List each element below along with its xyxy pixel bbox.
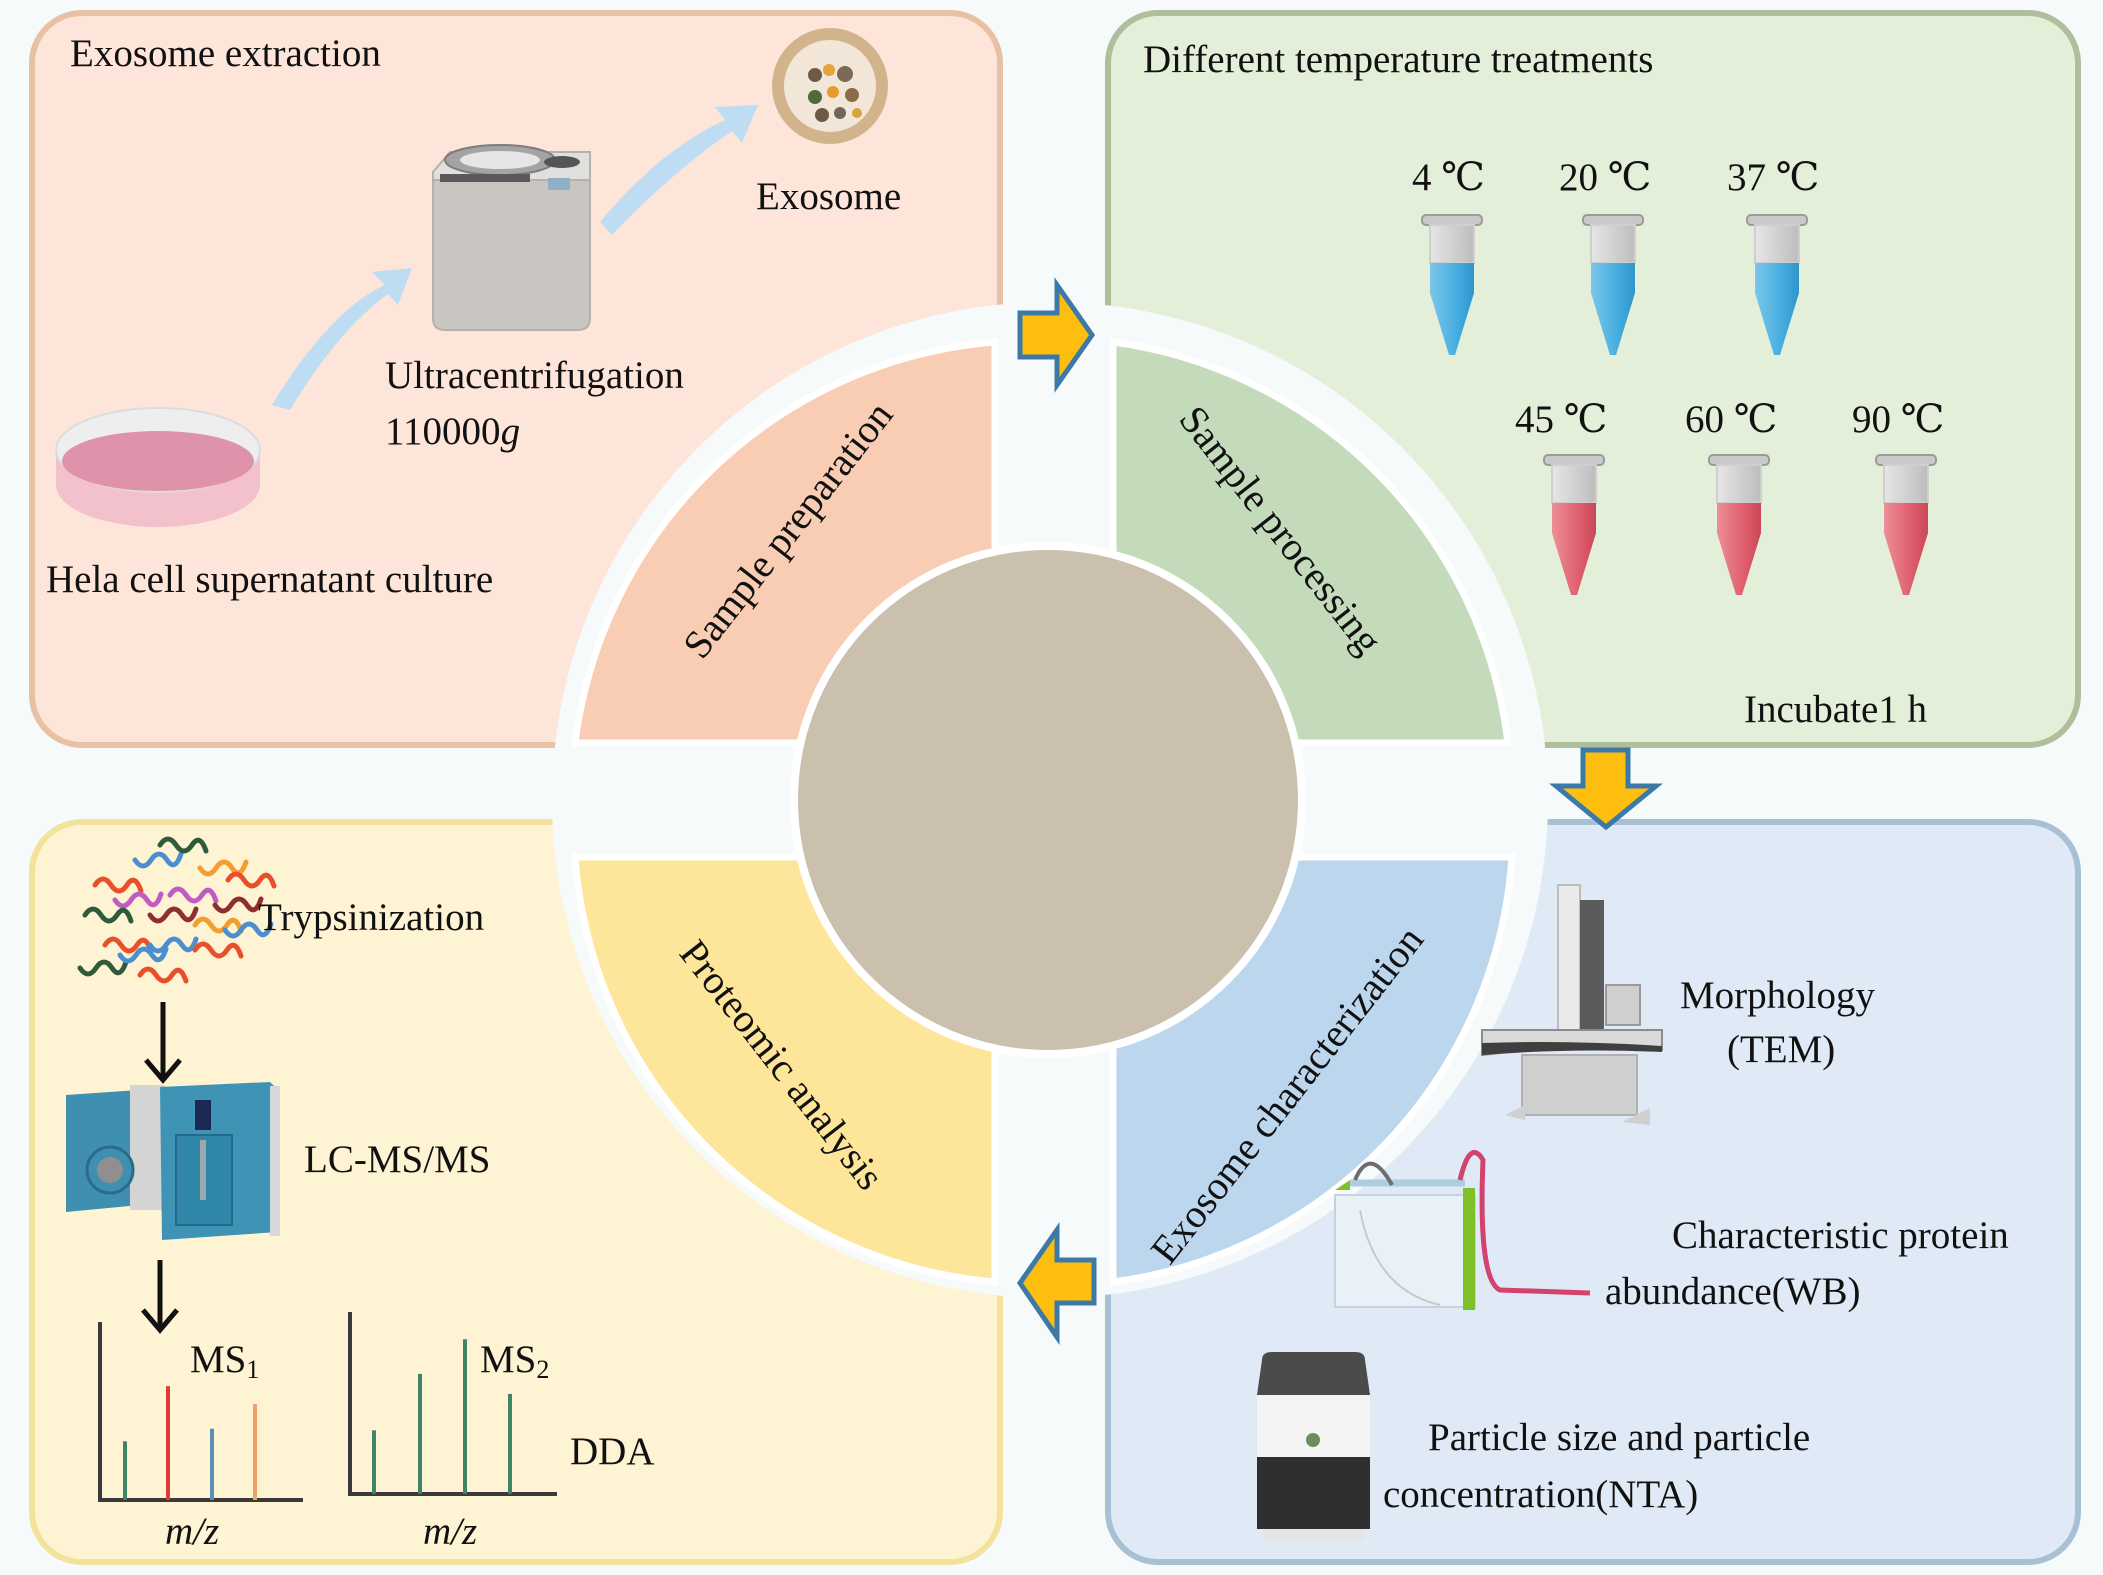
stage-wheel	[552, 302, 1548, 1298]
petri-dish-icon	[55, 407, 261, 527]
ms2-title-sub: 2	[536, 1355, 550, 1384]
peptide-fragment	[147, 906, 199, 924]
label-lcmsms: LC-MS/MS	[304, 1138, 491, 1181]
label-particle-size: Particle size and particle	[1428, 1416, 1811, 1459]
ultracentrifuge-icon	[432, 144, 591, 331]
peptide-fragment	[212, 896, 264, 914]
label-characteristic-protein: Characteristic protein	[1672, 1214, 2009, 1257]
incubation-label: Incubate1 h	[1744, 688, 1928, 731]
ms1-title-sub: 1	[246, 1355, 260, 1384]
label-exosome: Exosome	[756, 175, 902, 218]
panel-title-temperature: Different temperature treatments	[1143, 38, 1654, 81]
mass-spectrometer-icon	[66, 1082, 280, 1240]
ms-chart-2	[348, 1312, 557, 1496]
label-tem: (TEM)	[1727, 1028, 1836, 1071]
ms-spectra	[98, 1312, 557, 1502]
microtube-hot-icon	[1708, 454, 1770, 595]
temp-label-45: 45 ℃	[1515, 398, 1608, 441]
microtube-cold-icon	[1421, 214, 1483, 355]
panel-title-extraction: Exosome extraction	[70, 32, 381, 75]
temp-label-37: 37 ℃	[1727, 156, 1820, 199]
ms2-xlabel: m/z	[423, 1510, 478, 1553]
label-ultracentrifugation: Ultracentrifugation	[385, 354, 684, 397]
exosome-icon	[772, 28, 888, 144]
ms1-title-main: MS	[190, 1338, 247, 1381]
ms2-title-main: MS	[480, 1338, 537, 1381]
electron-microscope-icon	[1481, 884, 1663, 1125]
peptide-fragment	[117, 946, 169, 964]
temp-label-20: 20 ℃	[1559, 156, 1652, 199]
ms-chart-1	[98, 1322, 303, 1502]
label-centrifuge-speed: 110000g	[385, 412, 520, 451]
tube-group	[1421, 214, 1937, 595]
temp-label-90: 90 ℃	[1852, 398, 1945, 441]
peptide-fragment	[112, 891, 164, 909]
peptide-fragment	[157, 836, 209, 854]
process-arrow-icon	[272, 268, 412, 410]
peptide-fragment	[167, 886, 219, 904]
arrow-down-icon[interactable]	[1549, 747, 1663, 831]
microtube-hot-icon	[1875, 454, 1937, 595]
peptide-fragments-icon	[77, 836, 277, 984]
microtube-cold-icon	[1746, 214, 1808, 355]
label-trypsinization: Trypsinization	[258, 896, 485, 939]
peptide-fragment	[102, 936, 154, 954]
label-wb: abundance(WB)	[1605, 1270, 1861, 1313]
label-morphology: Morphology	[1680, 974, 1875, 1017]
arrow-down-black-icon	[144, 1002, 182, 1084]
peptide-fragment	[92, 876, 144, 894]
ms1-title: MS1	[190, 1340, 259, 1383]
peptide-fragment	[137, 966, 189, 984]
label-hela-culture: Hela cell supernatant culture	[46, 558, 494, 601]
microtube-cold-icon	[1582, 214, 1644, 355]
label-dda: DDA	[570, 1430, 655, 1473]
temp-label-60: 60 ℃	[1685, 398, 1778, 441]
peptide-fragment	[222, 921, 274, 939]
peptide-fragment	[225, 871, 277, 889]
speed-unit: g	[500, 410, 521, 453]
peptide-fragment	[77, 959, 129, 977]
nta-instrument-icon	[1257, 1352, 1370, 1541]
ms2-title: MS2	[480, 1340, 549, 1383]
western-blot-tank-icon	[1334, 1150, 1591, 1310]
center-hub-fill	[798, 550, 1298, 1050]
peptide-fragment	[82, 906, 134, 924]
ms-axes	[348, 1312, 557, 1496]
arrow-down-black-icon	[141, 1260, 179, 1334]
ms1-xlabel: m/z	[165, 1510, 220, 1553]
peptide-fragment	[192, 916, 244, 934]
peptide-fragment	[147, 936, 199, 954]
ms-axes	[98, 1322, 303, 1502]
peptide-fragment	[132, 851, 184, 869]
microtube-hot-icon	[1543, 454, 1605, 595]
arrow-right-icon[interactable]	[1017, 277, 1096, 393]
temp-label-4: 4 ℃	[1412, 156, 1485, 199]
speed-number: 110000	[385, 410, 501, 453]
arrow-left-icon[interactable]	[1016, 1222, 1097, 1346]
label-nta: concentration(NTA)	[1383, 1473, 1699, 1516]
process-arrow-icon	[600, 105, 758, 235]
peptide-fragment	[192, 941, 244, 959]
